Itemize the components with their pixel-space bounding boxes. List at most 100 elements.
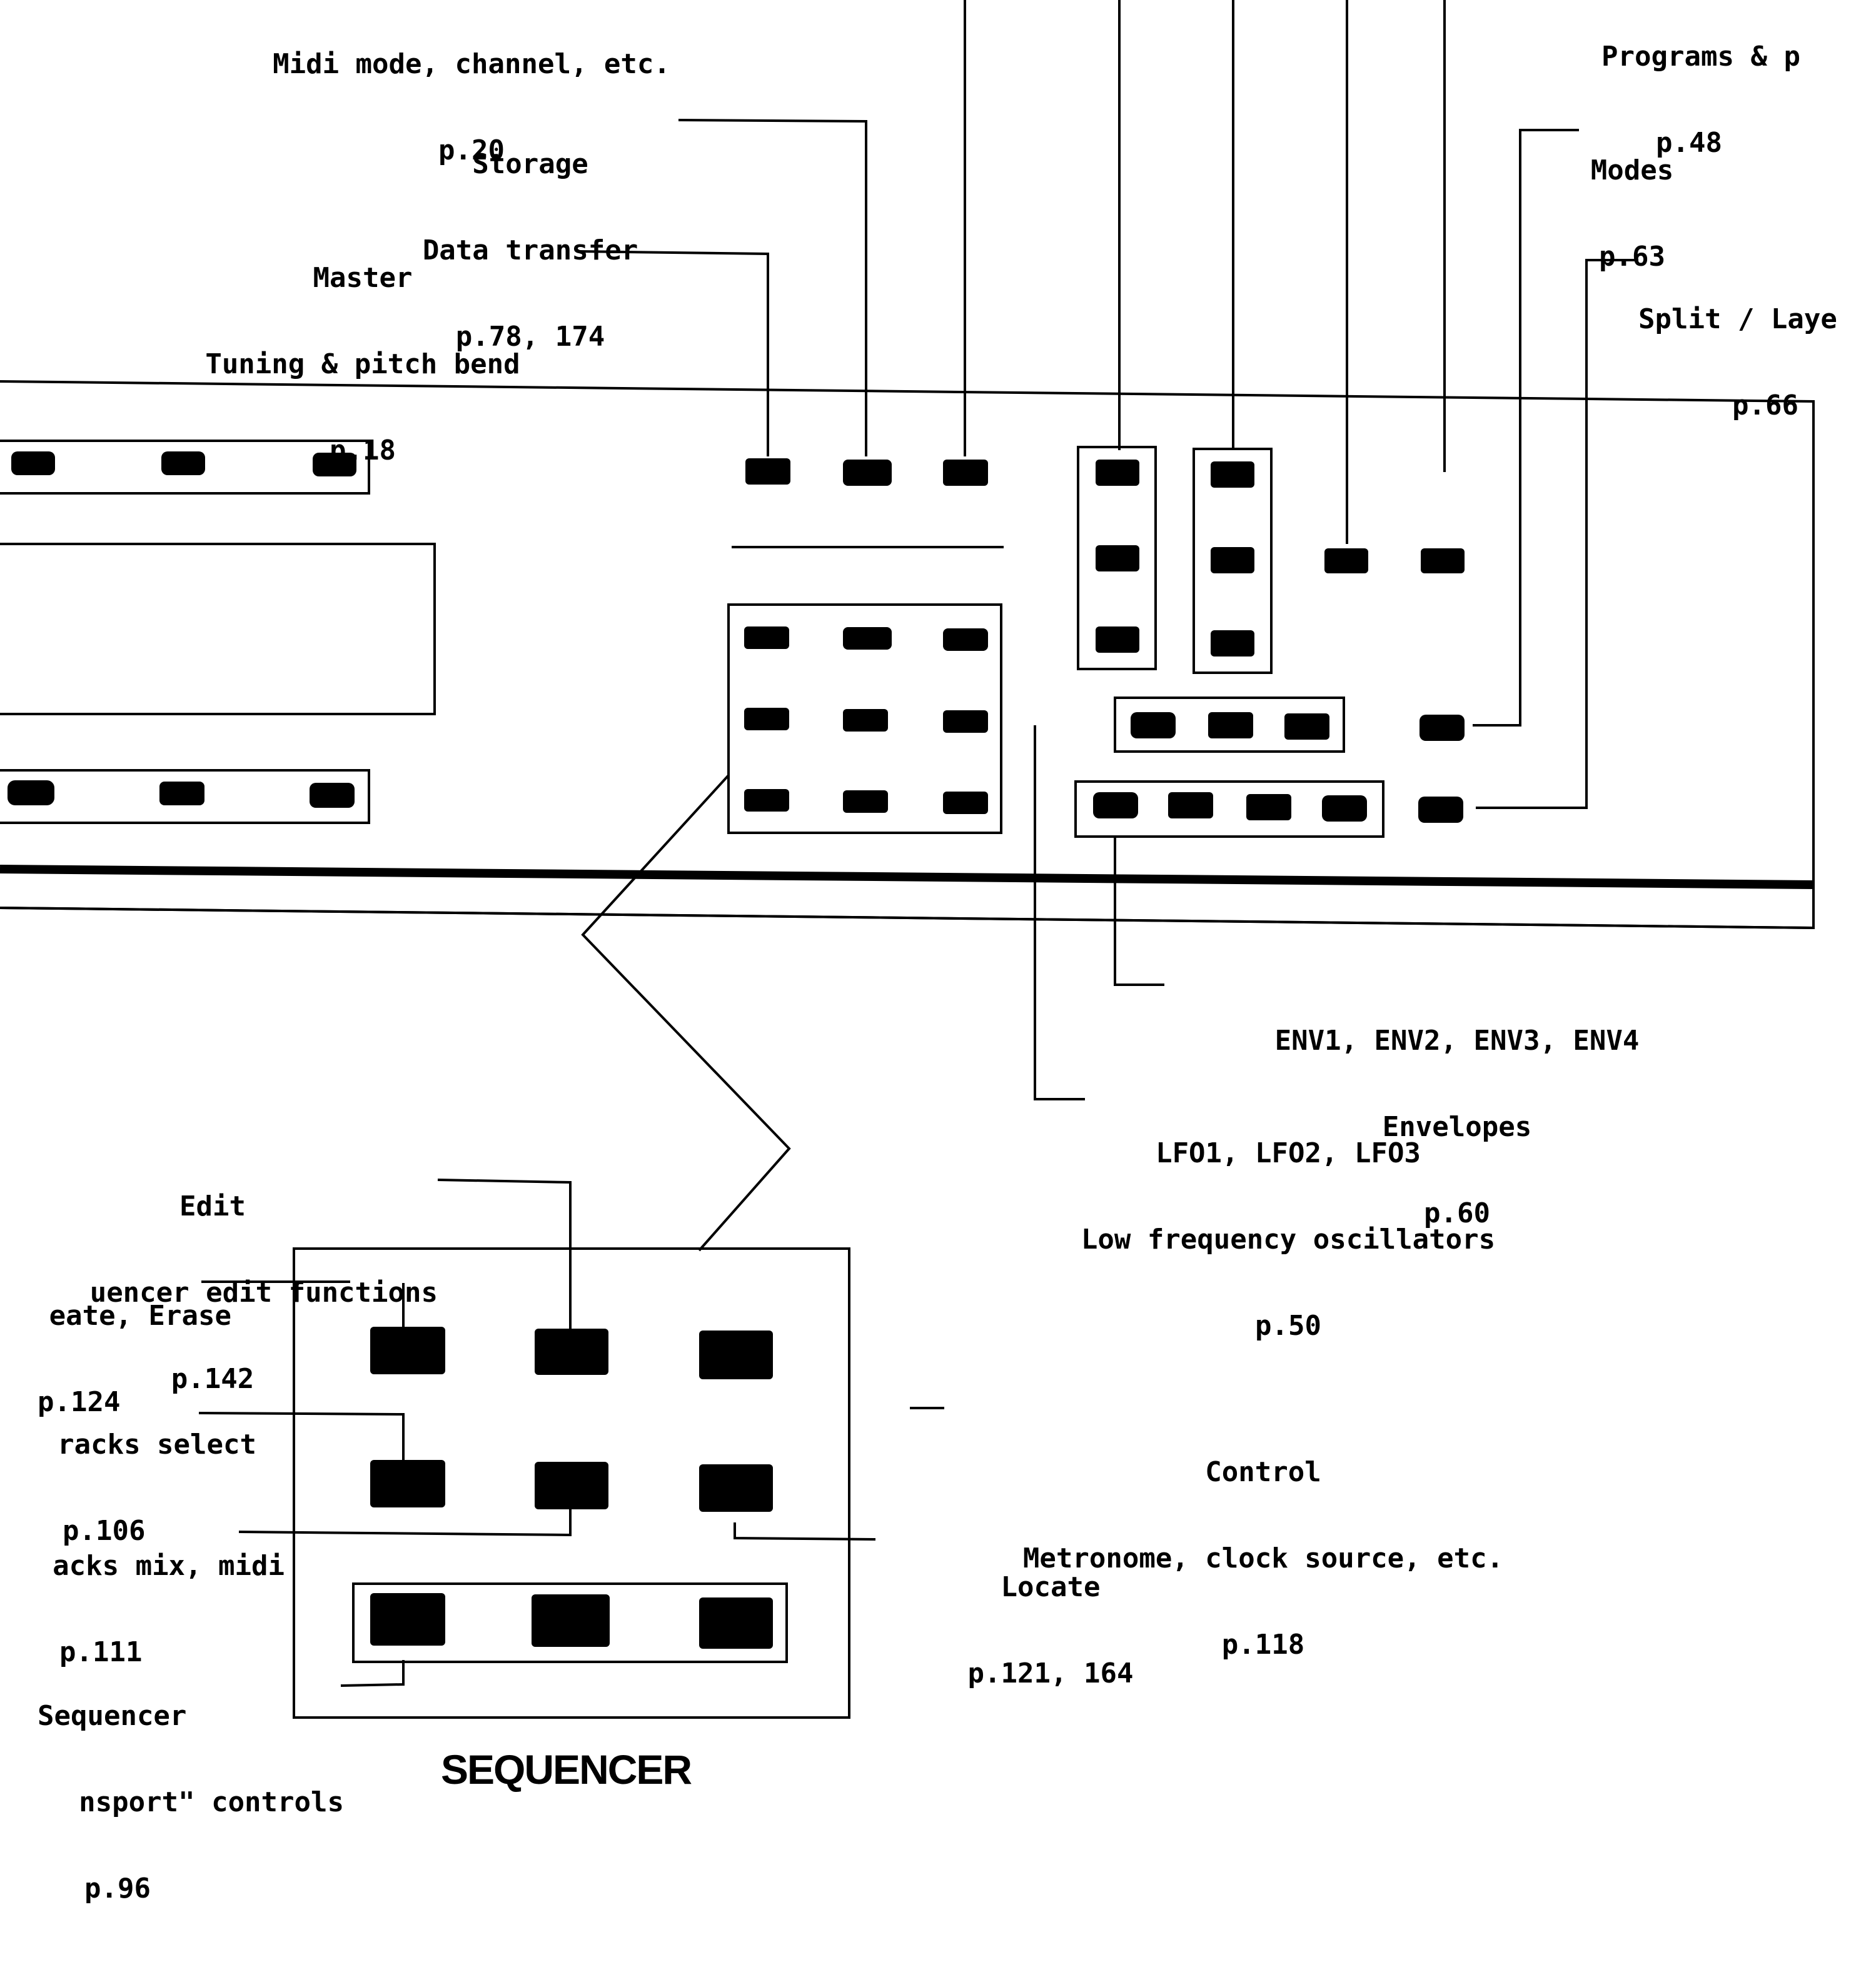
- seq-create-button: [370, 1327, 445, 1374]
- vgroup-left-button-3: [1096, 626, 1139, 653]
- lfo-button-1: [1131, 712, 1176, 738]
- left-button-strip-top: [0, 440, 370, 495]
- seq-locate-button: [699, 1464, 773, 1512]
- split-button: [1418, 797, 1463, 823]
- grid-button-2: [843, 627, 892, 650]
- env-button-1: [1093, 792, 1138, 818]
- vgroup-right-button-1: [1211, 461, 1254, 488]
- tracks-mix-label: acks mix, midi p.111: [0, 1494, 285, 1724]
- storage-label-line2: Data transfer: [422, 234, 638, 266]
- master-label-line1: Master: [313, 262, 413, 294]
- edit-label-page: p.142: [171, 1363, 255, 1395]
- center-3x3-group: [727, 603, 1002, 834]
- master-button: [745, 458, 790, 485]
- grid-button-1: [744, 626, 789, 649]
- vgroup-right-button-2: [1211, 547, 1254, 573]
- seq-control-button: [699, 1331, 773, 1379]
- tracks-mix-label-page: p.111: [59, 1636, 143, 1668]
- programs-label-line1: Programs & p: [1601, 41, 1800, 73]
- left-bottom-button-2: [159, 782, 204, 805]
- split-label-line1: Split / Laye: [1638, 303, 1837, 335]
- envelopes-label-page: p.60: [1424, 1197, 1490, 1229]
- panel-bottom-edge: [0, 907, 1814, 929]
- vgroup-left-button-1: [1096, 460, 1139, 486]
- lfo-label-line1: LFO1, LFO2, LFO3: [1156, 1137, 1421, 1169]
- master-label: Master Tuning & pitch bend p.18: [156, 206, 569, 523]
- midi-label-line1: Midi mode, channel, etc.: [273, 48, 670, 80]
- grid-button-6: [943, 710, 988, 733]
- left-top-button-2: [161, 451, 205, 475]
- vertical-group-left: [1077, 446, 1157, 670]
- locate-label: Locate p.121, 164: [938, 1516, 1163, 1746]
- create-label-line1: eate, Erase: [49, 1300, 231, 1332]
- grid-button-4: [744, 708, 789, 730]
- lfo-label-page: p.50: [1255, 1310, 1321, 1342]
- grid-button-9: [943, 792, 988, 814]
- midi-label-page: p.20: [438, 134, 505, 166]
- sequencer-title: SEQUENCER: [441, 1746, 692, 1793]
- env-button-4: [1322, 795, 1367, 822]
- split-label-page: p.66: [1732, 390, 1798, 421]
- left-bottom-button-3: [310, 783, 355, 808]
- edit-label-line1: Edit: [179, 1190, 246, 1222]
- tracks-select-label-page: p.106: [63, 1515, 146, 1547]
- modes-button: [1420, 715, 1465, 741]
- leader-zoom: [581, 774, 791, 1252]
- seq-tracks-select-button: [370, 1460, 445, 1507]
- leader-lfo: [1034, 725, 1085, 1100]
- programs-label: Programs & p p.48: [1526, 0, 1876, 215]
- midi-label: Midi mode, channel, etc. p.20: [215, 0, 728, 223]
- modes-label: Modes p.63: [1563, 99, 1701, 329]
- col3-button: [1324, 548, 1368, 573]
- leader-envelopes: [1114, 838, 1164, 986]
- transport-row-outline: [352, 1582, 788, 1663]
- leader-split: [1476, 259, 1638, 809]
- left-button-strip-bottom: [0, 769, 370, 824]
- env-button-3: [1246, 794, 1291, 820]
- create-label: eate, Erase p.124: [0, 1244, 231, 1474]
- seq-transport-button-3: [699, 1597, 773, 1649]
- storage-label-line1: Storage: [472, 148, 588, 180]
- envelopes-label-line1: ENV1, ENV2, ENV3, ENV4: [1274, 1025, 1640, 1057]
- transport-label: Sequencer nsport" controls p.96: [0, 1644, 344, 1961]
- transport-label-line2: nsport" controls: [79, 1786, 344, 1818]
- leader-tracks-select: [198, 1412, 405, 1466]
- leader-transport: [340, 1660, 405, 1687]
- storage-label-page: p.78, 174: [455, 321, 605, 353]
- leader-tracks-mix: [238, 1501, 572, 1537]
- tracks-select-label-line1: racks select: [58, 1429, 256, 1461]
- locate-label-line1: Locate: [1001, 1571, 1101, 1603]
- left-top-button-3: [313, 453, 356, 476]
- midi-button: [943, 460, 988, 486]
- grid-button-3: [943, 628, 988, 651]
- vgroup-right-button-3: [1211, 630, 1254, 657]
- control-label: Control Metronome, clock source, etc. p.…: [957, 1401, 1570, 1717]
- programs-button: [1421, 548, 1465, 573]
- envelope-button-row: [1074, 780, 1384, 838]
- seq-tracks-mix-button: [535, 1462, 608, 1509]
- tracks-mix-label-line1: acks mix, midi: [53, 1550, 285, 1582]
- lfo-button-3: [1284, 713, 1329, 740]
- leader-storage: [678, 119, 867, 456]
- grid-button-7: [744, 789, 789, 812]
- transport-label-page: p.96: [84, 1873, 151, 1904]
- seq-transport-button-1: [370, 1593, 445, 1646]
- programs-label-page: p.48: [1656, 127, 1722, 159]
- panel-drawing: [0, 0, 1815, 1719]
- env-button-2: [1168, 792, 1213, 818]
- left-bottom-button-1: [8, 780, 54, 805]
- seq-edit-button: [535, 1329, 608, 1375]
- master-label-line2: Tuning & pitch bend: [205, 348, 520, 380]
- storage-button: [843, 460, 892, 486]
- left-display-window: [0, 543, 436, 715]
- edit-label-line2: uencer edit functions: [89, 1277, 438, 1309]
- left-top-button-1: [11, 451, 55, 475]
- storage-label: Storage Data transfer p.78, 174: [386, 93, 674, 409]
- control-label-line2: Metronome, clock source, etc.: [1022, 1542, 1504, 1574]
- modes-label-page: p.63: [1599, 241, 1665, 273]
- leader-locate: [734, 1522, 876, 1541]
- lfo-label: LFO1, LFO2, LFO3 Low frequency oscillato…: [1001, 1082, 1576, 1398]
- panel-bottom-thick-edge: [0, 865, 1814, 889]
- lfo-button-2: [1208, 712, 1253, 738]
- leader-edit: [437, 1179, 572, 1344]
